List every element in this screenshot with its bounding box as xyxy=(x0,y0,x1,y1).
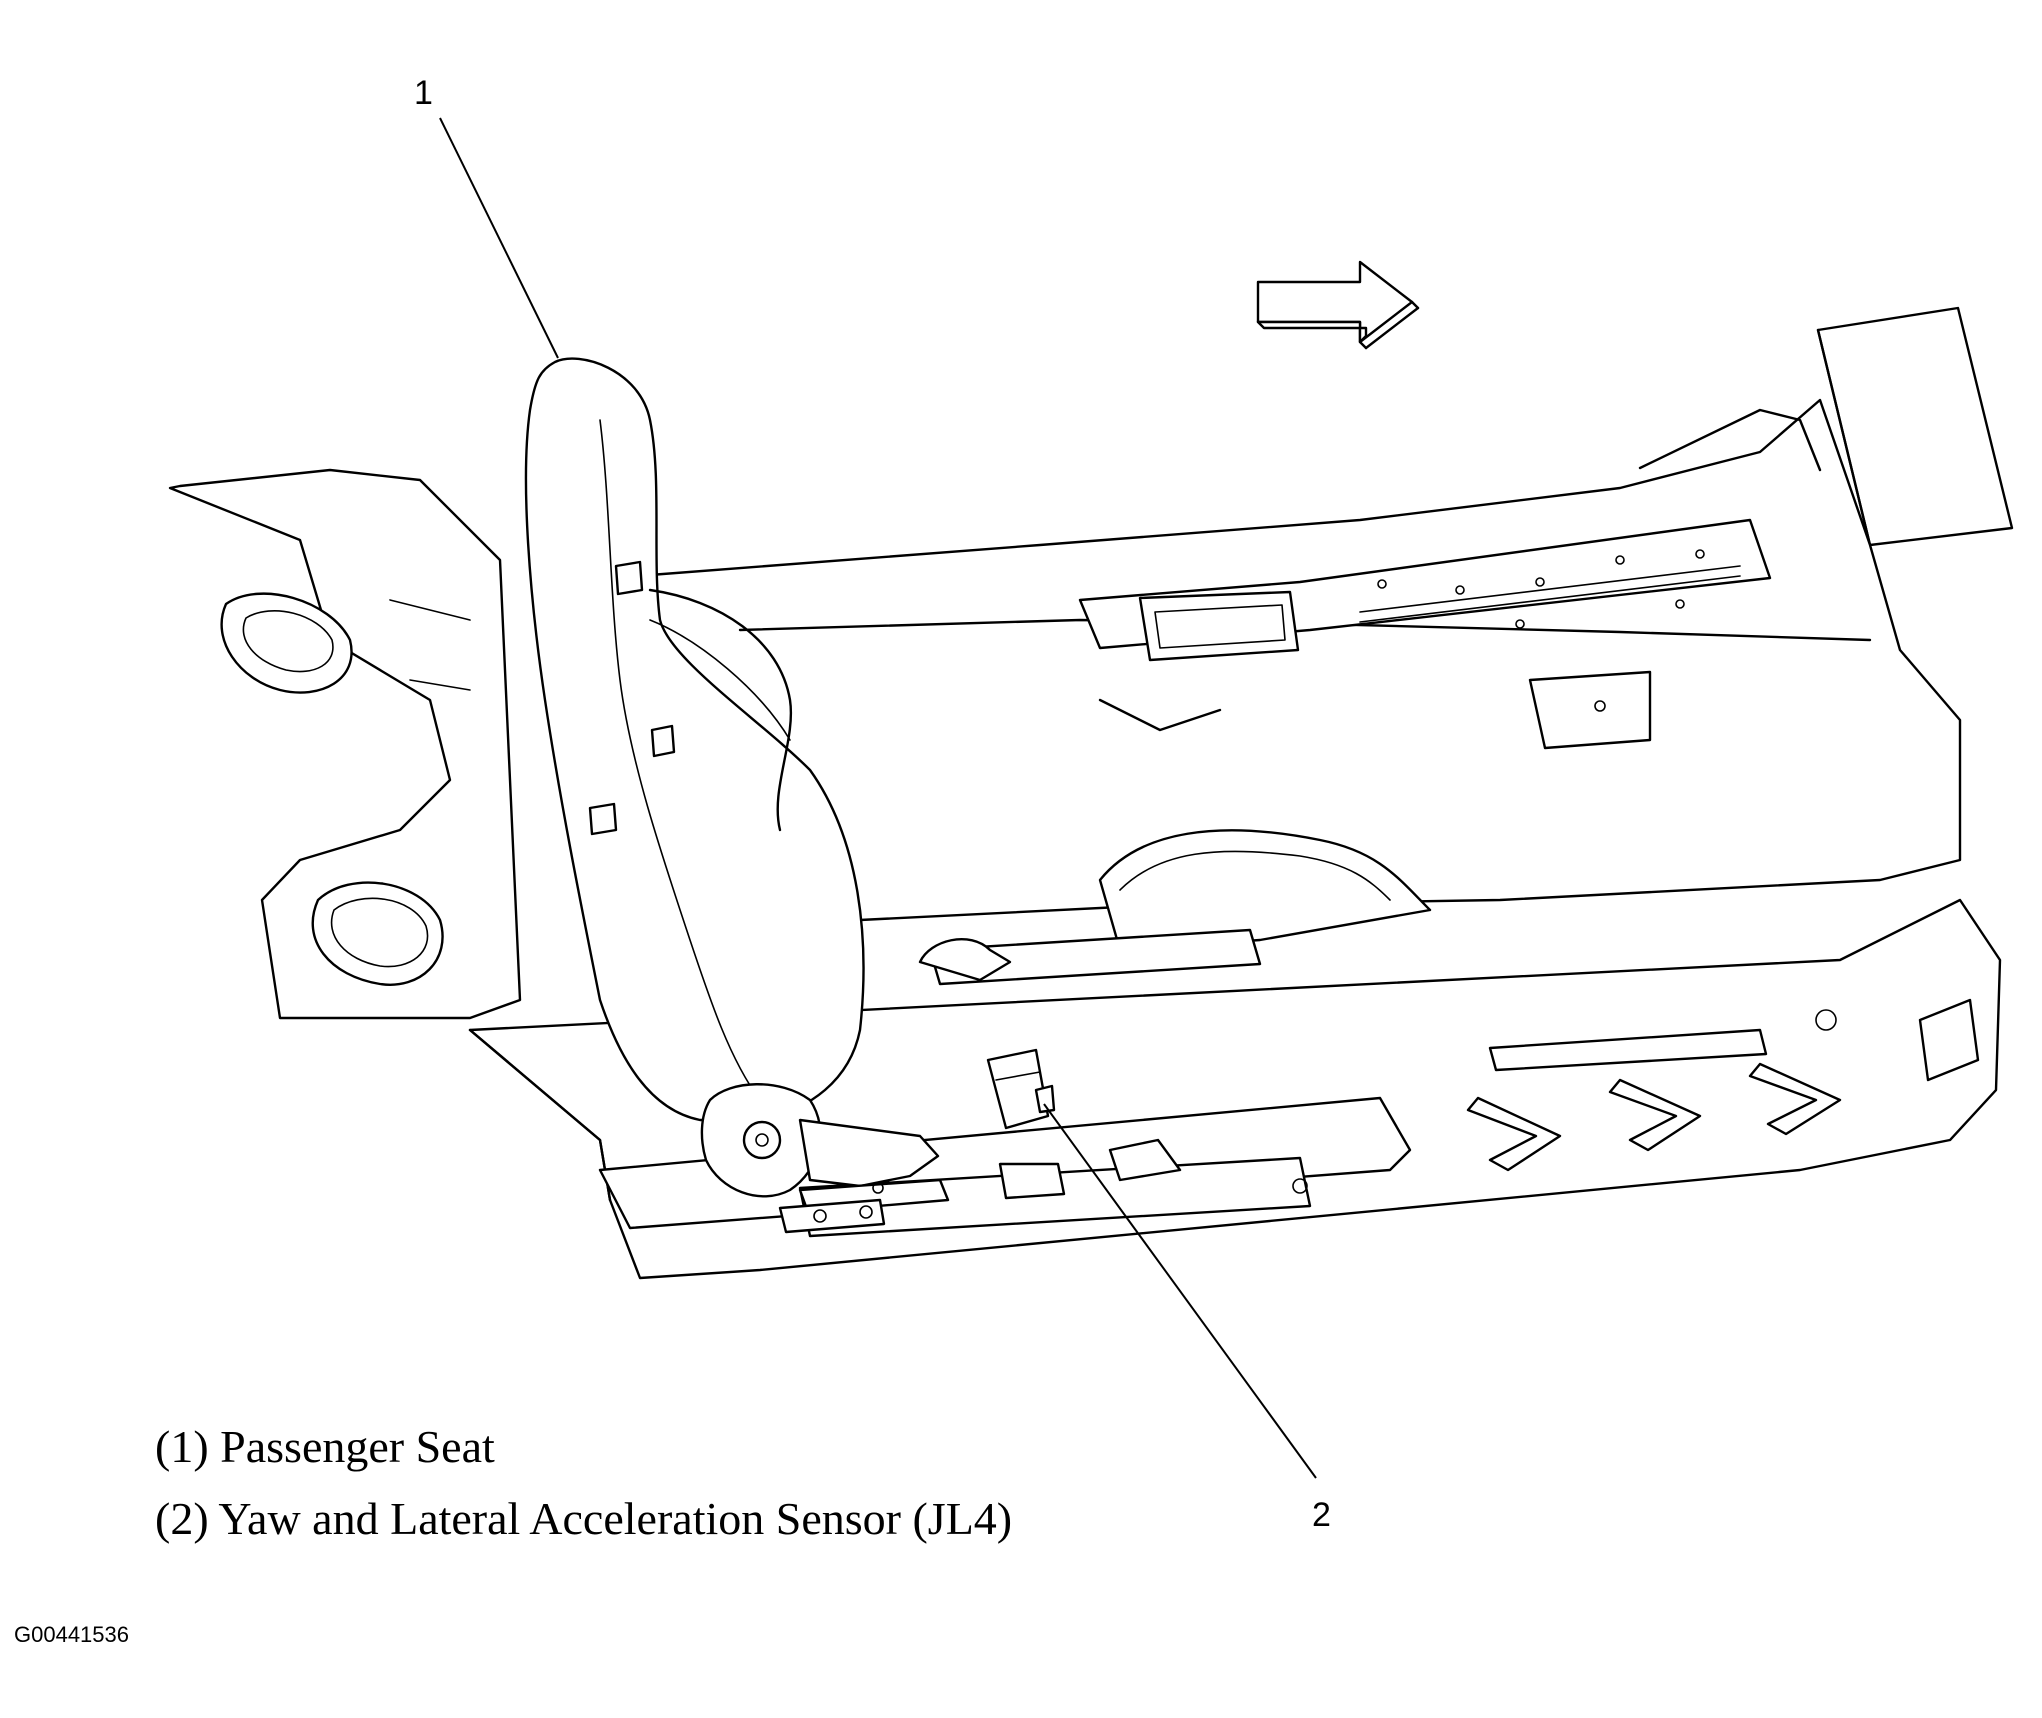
leader-line-2 xyxy=(1043,1103,1317,1479)
figure-id: G00441536 xyxy=(14,1622,129,1647)
legend-item-yaw-sensor: (2) Yaw and Lateral Acceleration Sensor … xyxy=(155,1493,1013,1544)
leader-line-1 xyxy=(439,117,559,359)
callout-2: 2 xyxy=(1312,1496,1331,1534)
callout-1: 1 xyxy=(414,74,433,112)
passenger-seat xyxy=(524,357,950,1234)
rear-body-panel xyxy=(1816,306,2014,547)
arrow-right-icon xyxy=(1256,260,1420,350)
legend-item-passenger-seat: (1) Passenger Seat xyxy=(155,1421,495,1472)
seat-track xyxy=(798,829,1432,1238)
floor-tunnel xyxy=(648,398,1962,934)
left-quarter-panel xyxy=(168,468,522,1020)
yaw-sensor-module xyxy=(986,1048,1056,1130)
